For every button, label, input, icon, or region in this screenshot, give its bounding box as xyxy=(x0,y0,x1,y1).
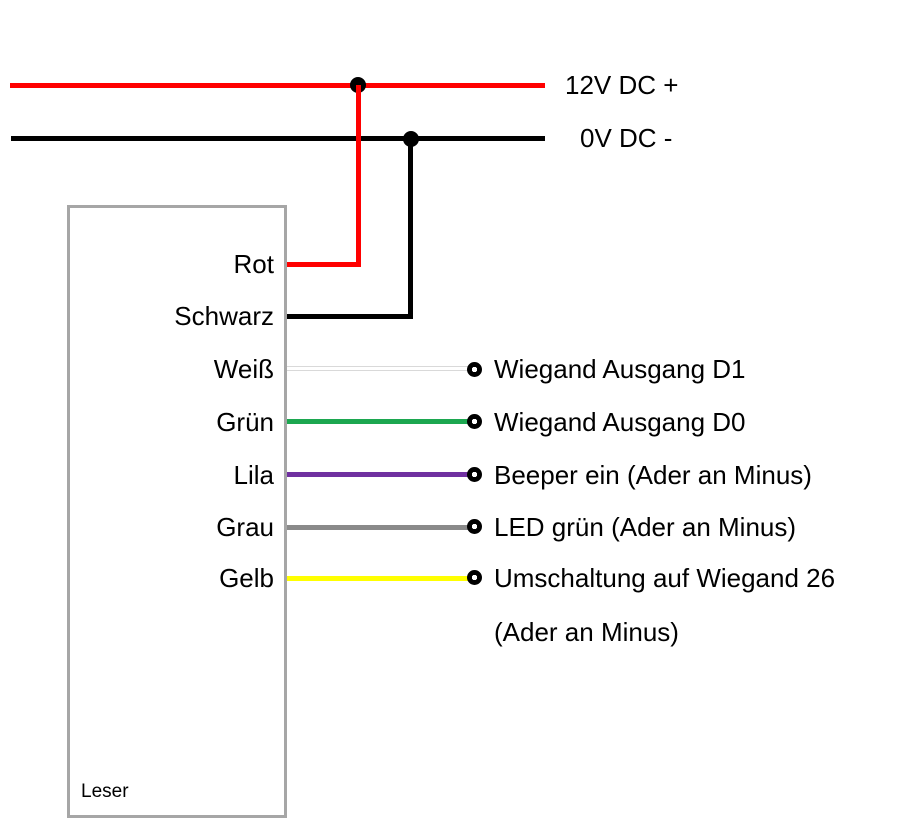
func-label-gruen: Wiegand Ausgang D0 xyxy=(494,407,746,437)
terminal-icon-grau xyxy=(467,519,482,534)
func-label-weiss: Wiegand Ausgang D1 xyxy=(494,354,746,384)
rail-line-12v xyxy=(10,83,545,88)
rail-line-0v xyxy=(11,136,545,141)
wire-schwarz-vertical xyxy=(408,139,413,319)
func-label-grau: LED grün (Ader an Minus) xyxy=(494,512,797,542)
rail-label-0v: 0V DC - xyxy=(580,123,673,153)
pin-label-gruen: Grün xyxy=(216,407,274,437)
pin-label-grau: Grau xyxy=(216,512,274,542)
reader-box: Leser xyxy=(67,205,287,818)
pin-label-gelb: Gelb xyxy=(219,563,274,593)
wire-lila xyxy=(287,472,470,477)
reader-label: Leser xyxy=(81,781,129,802)
pin-label-weiss: Weiß xyxy=(213,354,274,384)
func-label-gelb-line1: Umschaltung auf Wiegand 26 xyxy=(494,563,836,593)
pin-label-schwarz: Schwarz xyxy=(174,301,274,331)
wire-gruen xyxy=(287,419,470,424)
wire-gelb xyxy=(287,576,470,581)
terminal-icon-lila xyxy=(467,467,482,482)
func-label-gelb-line2: (Ader an Minus) xyxy=(494,617,679,647)
wire-schwarz-horizontal xyxy=(287,314,413,319)
pin-label-rot: Rot xyxy=(233,249,274,279)
terminal-icon-gruen xyxy=(467,414,482,429)
func-label-lila: Beeper ein (Ader an Minus) xyxy=(494,460,812,490)
wire-weiss xyxy=(287,366,470,371)
pin-label-lila: Lila xyxy=(233,460,274,490)
terminal-icon-gelb xyxy=(467,570,482,585)
rail-label-12v: 12V DC + xyxy=(565,70,679,100)
wire-rot-horizontal xyxy=(287,262,361,267)
wire-grau xyxy=(287,525,470,530)
wire-rot-vertical xyxy=(356,85,361,267)
terminal-icon-weiss xyxy=(467,362,482,377)
